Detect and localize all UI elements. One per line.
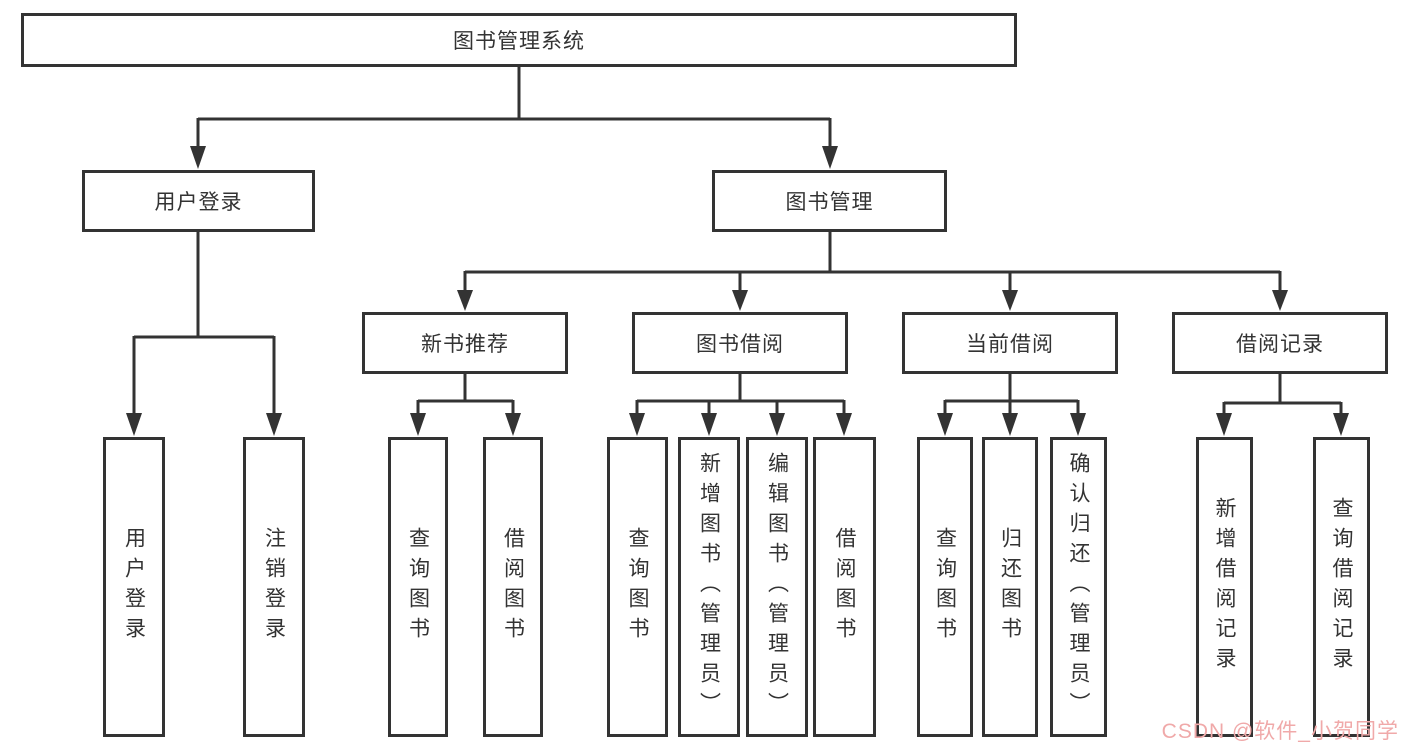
node-new-book-recommend: 新书推荐 xyxy=(362,312,568,374)
leaf-records-query-record: 查询借阅记录 xyxy=(1313,437,1370,737)
leaf-borrow-edit-books-admin: 编辑图书（管理员） xyxy=(746,437,808,737)
leaf-current-return-books: 归还图书 xyxy=(982,437,1038,737)
leaf-records-add-record-label: 新增借阅记录 xyxy=(1213,497,1236,677)
leaf-recommend-borrow-books: 借阅图书 xyxy=(483,437,543,737)
node-current-borrow-label: 当前借阅 xyxy=(966,333,1054,356)
leaf-user-login: 用户登录 xyxy=(103,437,165,737)
leaf-logout: 注销登录 xyxy=(243,437,305,737)
node-user-login: 用户登录 xyxy=(82,170,315,232)
leaf-records-add-record: 新增借阅记录 xyxy=(1196,437,1253,737)
node-user-login-label: 用户登录 xyxy=(154,191,243,214)
node-borrow-records: 借阅记录 xyxy=(1172,312,1388,374)
csdn-watermark: CSDN @软件_小贺同学 xyxy=(1161,720,1399,743)
node-book-borrow: 图书借阅 xyxy=(632,312,848,374)
node-book-management-label: 图书管理 xyxy=(785,191,874,214)
node-new-book-recommend-label: 新书推荐 xyxy=(421,333,509,356)
leaf-borrow-add-books-admin: 新增图书（管理员） xyxy=(678,437,740,737)
leaf-borrow-edit-books-admin-label: 编辑图书（管理员） xyxy=(765,452,789,722)
leaf-borrow-borrow-books: 借阅图书 xyxy=(813,437,876,737)
leaf-borrow-query-books: 查询图书 xyxy=(607,437,668,737)
leaf-records-query-record-label: 查询借阅记录 xyxy=(1330,497,1353,677)
leaf-current-confirm-return-admin: 确认归还（管理员） xyxy=(1050,437,1107,737)
node-root-label: 图书管理系统 xyxy=(453,30,585,53)
leaf-current-query-books-label: 查询图书 xyxy=(933,527,957,647)
node-book-management: 图书管理 xyxy=(712,170,947,232)
leaf-recommend-query-books: 查询图书 xyxy=(388,437,448,737)
leaf-recommend-borrow-books-label: 借阅图书 xyxy=(501,527,525,647)
node-current-borrow: 当前借阅 xyxy=(902,312,1118,374)
arrowheads xyxy=(126,146,1349,436)
node-borrow-records-label: 借阅记录 xyxy=(1236,333,1324,356)
leaf-current-confirm-return-admin-label: 确认归还（管理员） xyxy=(1067,452,1090,722)
node-book-borrow-label: 图书借阅 xyxy=(696,333,784,356)
leaf-user-login-label: 用户登录 xyxy=(122,527,146,647)
leaf-recommend-query-books-label: 查询图书 xyxy=(406,527,430,647)
leaf-borrow-query-books-label: 查询图书 xyxy=(626,527,649,647)
leaf-current-query-books: 查询图书 xyxy=(917,437,973,737)
leaf-current-return-books-label: 归还图书 xyxy=(998,527,1022,647)
leaf-logout-label: 注销登录 xyxy=(262,527,286,647)
node-root-library-system: 图书管理系统 xyxy=(21,13,1017,67)
leaf-borrow-borrow-books-label: 借阅图书 xyxy=(833,527,856,647)
leaf-borrow-add-books-admin-label: 新增图书（管理员） xyxy=(697,452,721,722)
